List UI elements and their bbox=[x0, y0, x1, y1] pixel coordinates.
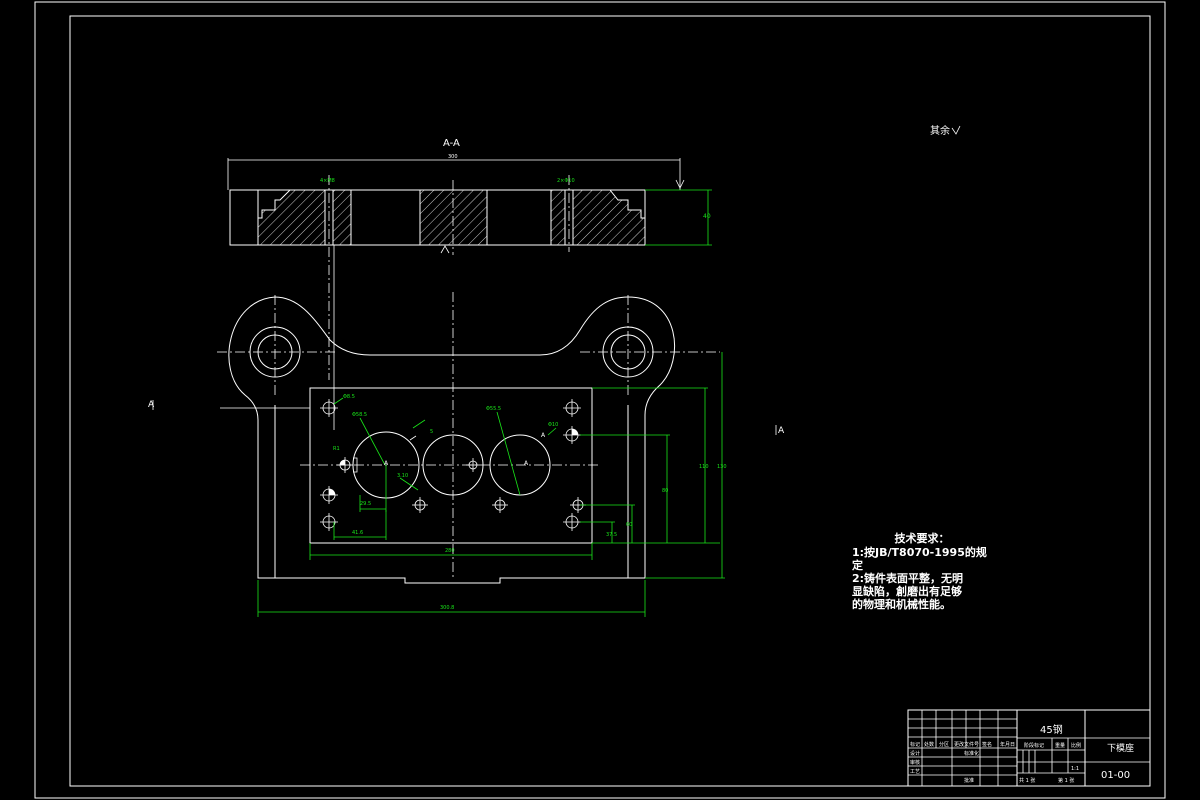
tech-req-line-2: 定 bbox=[852, 559, 863, 572]
plan-view: Φ8.5 Φ58.5 Φ55.5 5 R1 3.10 Φ10 A A A 29.… bbox=[217, 292, 727, 617]
label-fenqu: 分区 bbox=[939, 741, 949, 748]
sheet-total-text: 共 1 张 bbox=[1019, 777, 1035, 784]
label-gongyi: 工艺 bbox=[910, 769, 920, 775]
tech-req-title: 技术要求： bbox=[894, 532, 950, 545]
dim-inner-width: 280 bbox=[445, 548, 455, 554]
callout-left-holes: 4×M8 bbox=[320, 178, 335, 184]
view-marker-left: A bbox=[148, 400, 155, 410]
dim-41-6: 41.6 bbox=[352, 530, 363, 536]
label-angle: 3.10 bbox=[397, 473, 408, 479]
scale-text: 1:1 bbox=[1071, 766, 1079, 772]
technical-requirements: 技术要求： 1:按JB/T8070-1995的规 定 2:铸件表面平整，无明 显… bbox=[852, 532, 992, 611]
label-zhongliang: 重量 bbox=[1055, 742, 1065, 749]
dim-110: 110 bbox=[699, 464, 709, 470]
inner-border bbox=[69, 15, 1151, 787]
tech-req-line-5: 的物理和机械性能。 bbox=[852, 598, 951, 611]
surface-note: 其余 bbox=[930, 124, 950, 137]
label-dia-big: Φ58.5 bbox=[352, 412, 367, 418]
label-bili: 比例 bbox=[1071, 742, 1081, 749]
part-name-text: 下模座 bbox=[1107, 742, 1134, 754]
tech-req-line-1: 1:按JB/T8070-1995的规 bbox=[852, 546, 987, 559]
label-sheji: 设计 bbox=[910, 750, 920, 757]
label-shenhe: 审核 bbox=[910, 759, 920, 766]
label-tol: 5 bbox=[430, 429, 433, 435]
dim-bottom-width: 300.8 bbox=[440, 605, 454, 611]
label-chushu: 处数 bbox=[924, 741, 934, 748]
label-dia-left: Φ8.5 bbox=[343, 394, 355, 400]
label-gengai: 更改文件号 bbox=[954, 741, 979, 748]
label-pizhun: 批准 bbox=[964, 777, 974, 784]
dim-top-height: 40 bbox=[703, 213, 711, 220]
view-marker-right: A bbox=[778, 426, 785, 436]
hole-marker-1: A bbox=[384, 460, 389, 467]
label-jieduan: 阶段标记 bbox=[1024, 742, 1044, 749]
material-text: 45钢 bbox=[1040, 723, 1063, 736]
label-dia-right: Φ10 bbox=[548, 422, 558, 428]
dim-29-5: 29.5 bbox=[360, 501, 371, 507]
sheet-number-text: 第 1 张 bbox=[1058, 777, 1074, 784]
section-view: 40 300 4×M8 2×Φ10 bbox=[227, 154, 712, 430]
outer-border bbox=[34, 1, 1166, 799]
dim-37-5: 37.5 bbox=[606, 532, 617, 538]
label-qianming: 签名 bbox=[982, 741, 992, 748]
hole-marker-3: A bbox=[541, 432, 546, 439]
label-r: R1 bbox=[333, 446, 340, 452]
hole-marker-2: A bbox=[524, 460, 529, 467]
dim-top-overall: 300 bbox=[448, 154, 458, 160]
title-block: 标记 处数 分区 更改文件号 签名 年月日 设计 标准化 审核 工艺 批准 阶段… bbox=[907, 709, 1151, 787]
section-label: A-A bbox=[443, 138, 460, 149]
dim-80: 80 bbox=[662, 488, 668, 494]
label-dia-mid: Φ55.5 bbox=[486, 406, 501, 412]
roughness-symbol-icon bbox=[951, 125, 961, 135]
label-biaoji: 标记 bbox=[910, 741, 920, 748]
tech-req-line-4: 显缺陷，創磨出有足够 bbox=[852, 585, 962, 598]
dim-60: 60 bbox=[626, 522, 632, 528]
callout-right-holes: 2×Φ10 bbox=[557, 178, 575, 184]
drawing-number-text: 01-00 bbox=[1101, 770, 1130, 781]
dim-130: 130 bbox=[717, 464, 727, 470]
label-riqi: 年月日 bbox=[1000, 741, 1015, 748]
tech-req-line-3: 2:铸件表面平整，无明 bbox=[852, 572, 964, 585]
label-biaozhunhua: 标准化 bbox=[964, 750, 979, 757]
